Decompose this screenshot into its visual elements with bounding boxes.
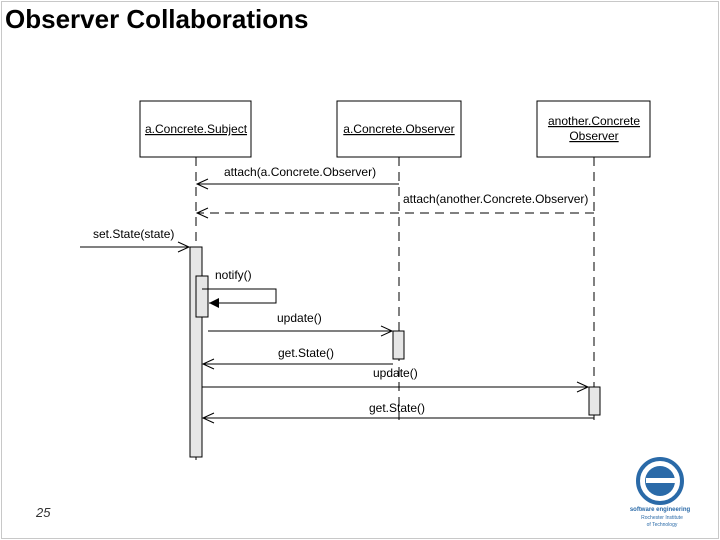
msg-update1-arrowhead	[380, 325, 394, 337]
msg-notify-line	[202, 288, 277, 304]
logo-text-line2: Rochester Institute	[641, 515, 683, 521]
msg-update2-arrowhead	[576, 381, 590, 393]
msg-update1-label: update()	[277, 311, 322, 325]
msg-getstate1-label: get.State()	[278, 346, 334, 360]
object-box-observer	[336, 100, 462, 158]
msg-attach1-arrowhead	[195, 178, 209, 190]
object-label-observer: a.Concrete.Observer	[343, 122, 454, 136]
msg-attach2-label: attach(another.Concrete.Observer)	[403, 192, 588, 206]
msg-notify-arrowhead	[209, 298, 219, 308]
object-label-another-line2: Observer	[569, 129, 618, 143]
msg-setstate-label: set.State(state)	[93, 227, 174, 241]
object-box-another	[536, 100, 651, 158]
object-box-subject	[139, 100, 252, 158]
logo-outer-ring	[636, 457, 684, 505]
activation-another	[588, 386, 601, 416]
slide-title: Observer Collaborations	[5, 4, 309, 34]
rit-se-logo: software engineering Rochester Institute…	[629, 455, 691, 528]
logo-text-line3: of Technology	[647, 522, 678, 528]
msg-attach1-label: attach(a.Concrete.Observer)	[224, 165, 376, 179]
logo-text-line1: software engineering	[630, 507, 691, 513]
msg-notify-label: notify()	[215, 268, 252, 282]
logo-bar	[646, 478, 678, 483]
msg-getstate1-arrowhead	[201, 358, 215, 370]
page-number: 25	[36, 505, 51, 520]
object-label-another-line1: another.Concrete	[548, 114, 640, 128]
msg-attach2-arrowhead	[195, 207, 209, 219]
msg-update2-label: update()	[373, 366, 418, 380]
object-label-subject: a.Concrete.Subject	[145, 122, 248, 136]
msg-getstate2-label: get.State()	[369, 401, 425, 415]
msg-getstate2-arrowhead	[201, 412, 215, 424]
msg-setstate-arrowhead	[177, 241, 191, 253]
activation-observer	[392, 330, 405, 360]
activation-subject-notify	[195, 275, 209, 318]
